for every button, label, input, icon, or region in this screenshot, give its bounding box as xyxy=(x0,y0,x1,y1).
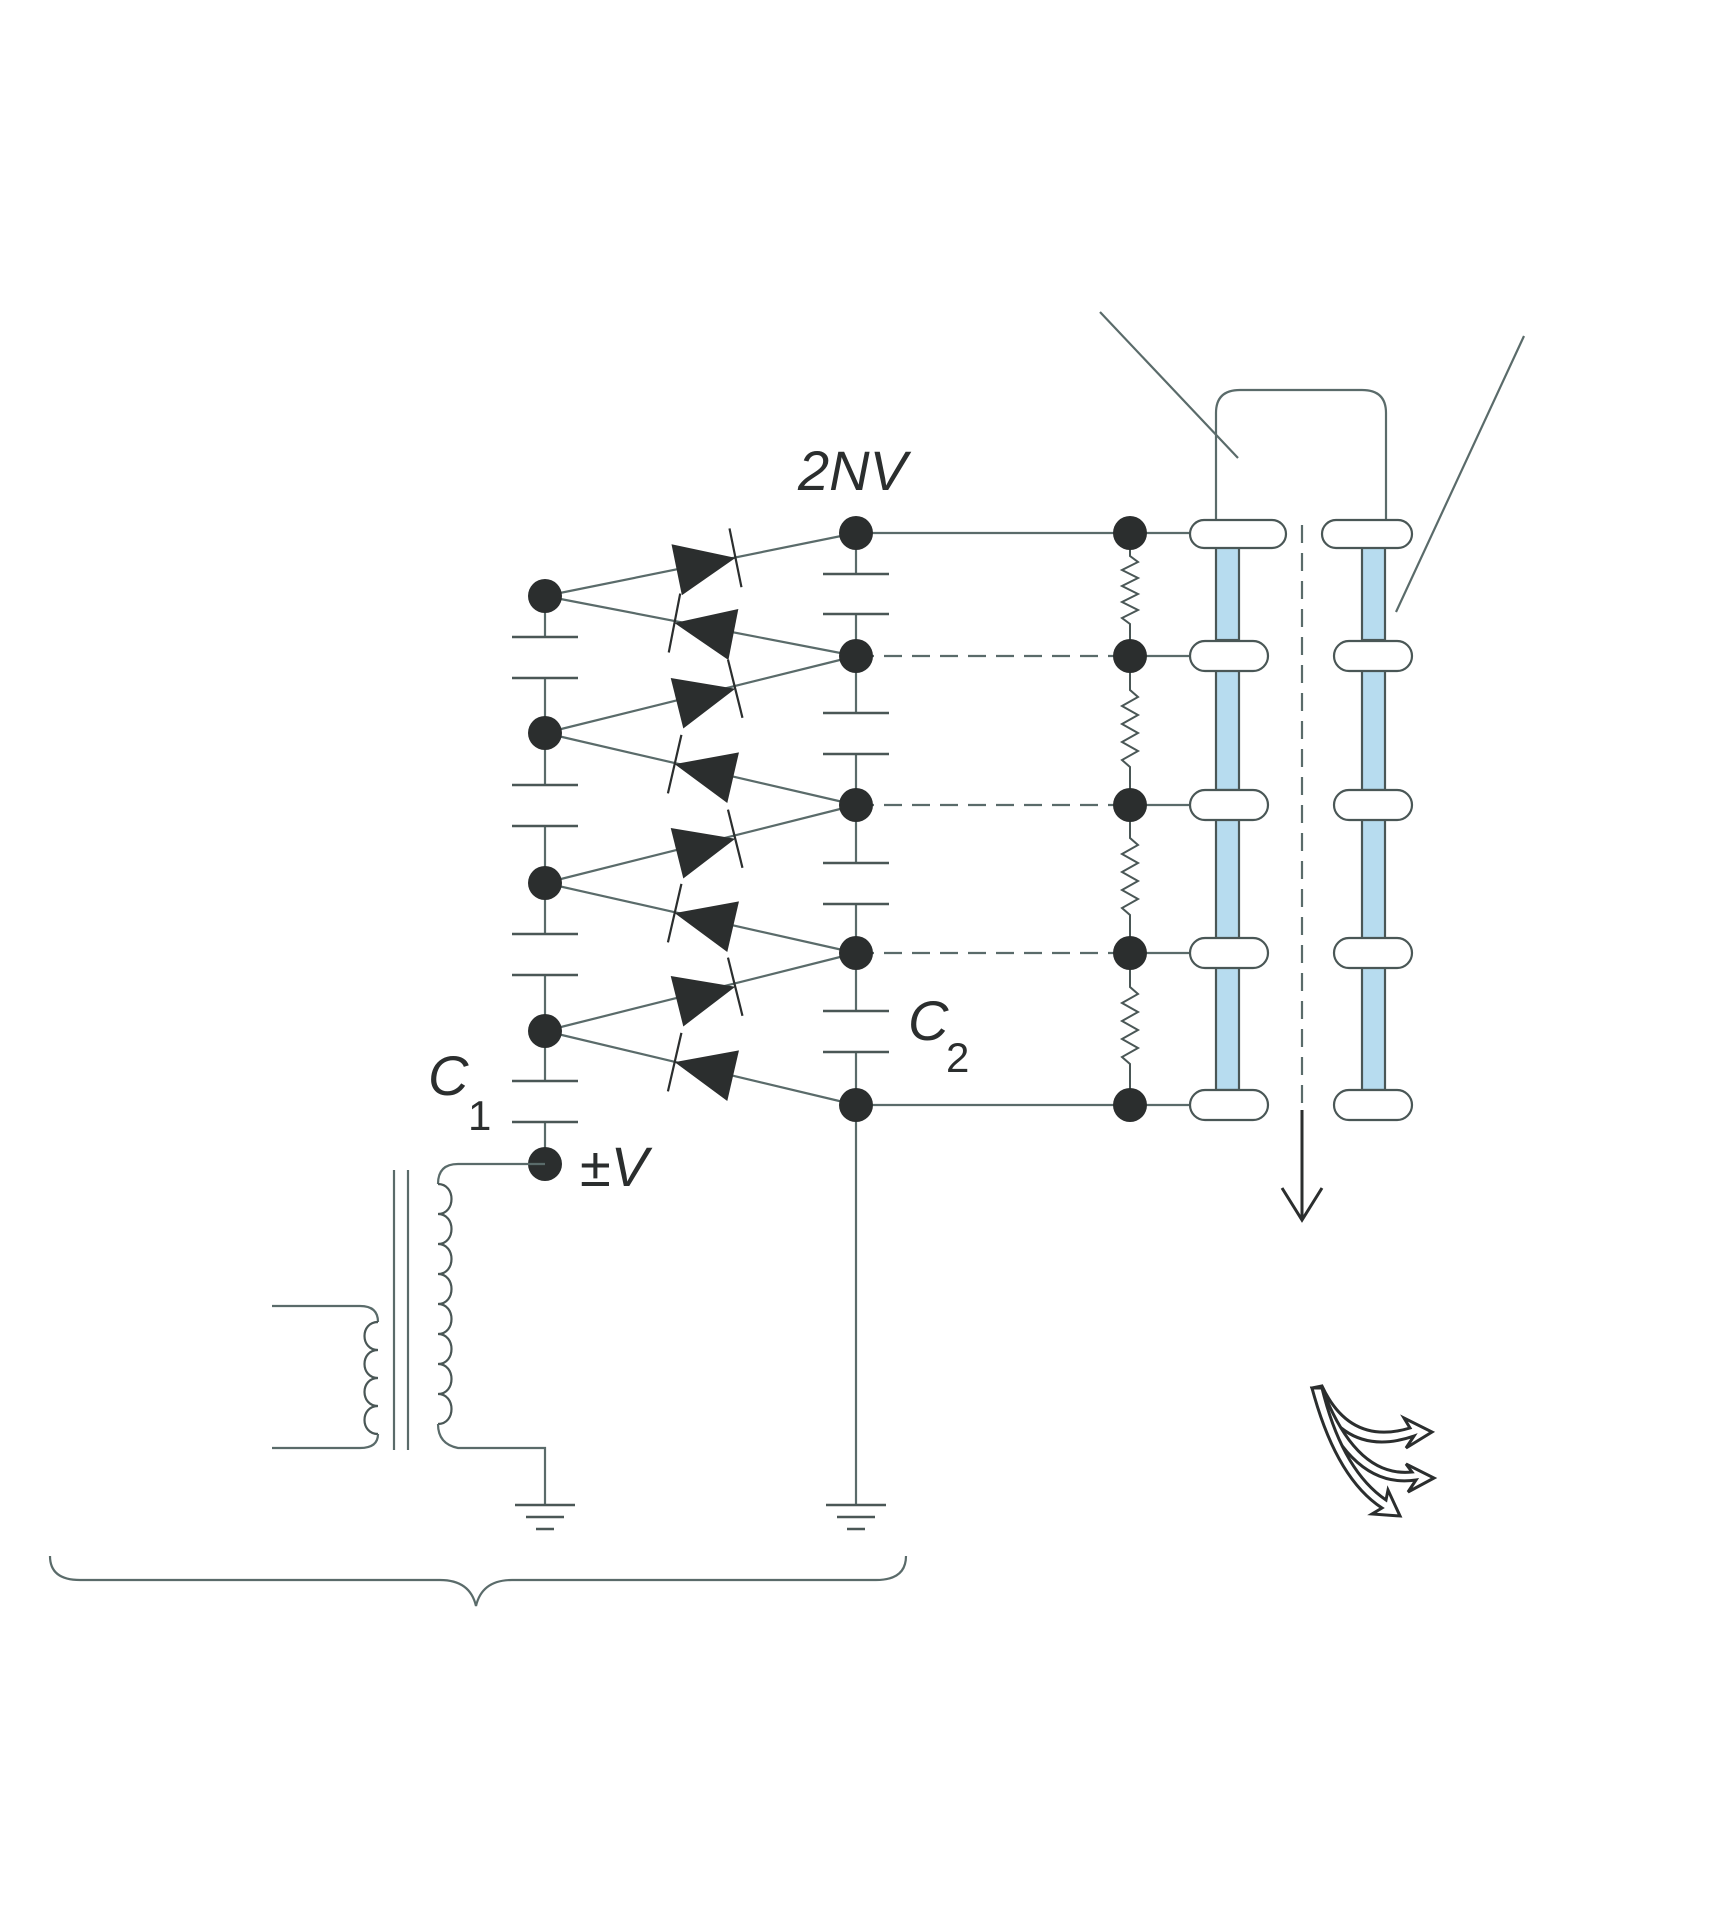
electrode-plate xyxy=(1332,1088,1414,1122)
transformer xyxy=(272,1162,547,1505)
junction-node xyxy=(1113,788,1147,822)
leader-line xyxy=(1099,311,1239,459)
junction-node xyxy=(1113,516,1147,550)
output-voltage-label: 2NV xyxy=(797,439,912,502)
grouping-brace xyxy=(48,1555,908,1607)
right-capacitor-stack xyxy=(823,533,889,1505)
electrode-plate xyxy=(1188,518,1288,550)
junction-node xyxy=(1113,1088,1147,1122)
output-connections xyxy=(856,531,1190,1107)
diode xyxy=(671,528,743,596)
electrode-plate xyxy=(1332,639,1414,673)
diode xyxy=(666,1032,739,1101)
capacitor-c1-label: C xyxy=(428,1044,469,1107)
capacitor-c1-subscript: 1 xyxy=(468,1092,491,1139)
diode xyxy=(670,809,744,879)
ground-symbol-icon xyxy=(515,1503,575,1531)
junction-node xyxy=(528,579,562,613)
leader-line xyxy=(1395,335,1525,613)
junction-node xyxy=(839,936,873,970)
junction-node xyxy=(528,716,562,750)
electrode-plate xyxy=(1188,936,1270,970)
electrode-plate xyxy=(1332,788,1414,822)
resistor xyxy=(1119,953,1141,1105)
diode xyxy=(666,883,739,952)
resistor xyxy=(1119,805,1141,953)
emission-rays-icon xyxy=(1309,1384,1438,1518)
junction-node xyxy=(839,788,873,822)
accelerator-tube xyxy=(1099,311,1525,1223)
electrode-plate xyxy=(1188,639,1270,673)
electrode-plate xyxy=(1188,788,1270,822)
junction-nodes xyxy=(528,516,1147,1181)
input-voltage-label: ±V xyxy=(580,1135,653,1198)
ground-symbol-icon xyxy=(826,1503,886,1531)
junction-node xyxy=(528,1014,562,1048)
diode xyxy=(670,957,744,1027)
diode xyxy=(670,659,744,729)
electrode-plate xyxy=(1320,518,1414,550)
left-capacitor-stack xyxy=(512,596,578,1164)
junction-node xyxy=(839,639,873,673)
capacitor-c2-label: C xyxy=(908,989,949,1052)
resistor xyxy=(1119,533,1141,656)
junction-node xyxy=(1113,639,1147,673)
resistor-divider xyxy=(1119,533,1141,1105)
junction-node xyxy=(839,1088,873,1122)
diode xyxy=(666,734,739,803)
resistor xyxy=(1119,656,1141,805)
electrode-plate xyxy=(1188,1088,1270,1122)
diode xyxy=(667,593,739,661)
junction-node xyxy=(528,866,562,900)
junction-node xyxy=(839,516,873,550)
capacitor-c2-subscript: 2 xyxy=(946,1034,969,1081)
junction-node xyxy=(1113,936,1147,970)
electrode-plate xyxy=(1332,936,1414,970)
